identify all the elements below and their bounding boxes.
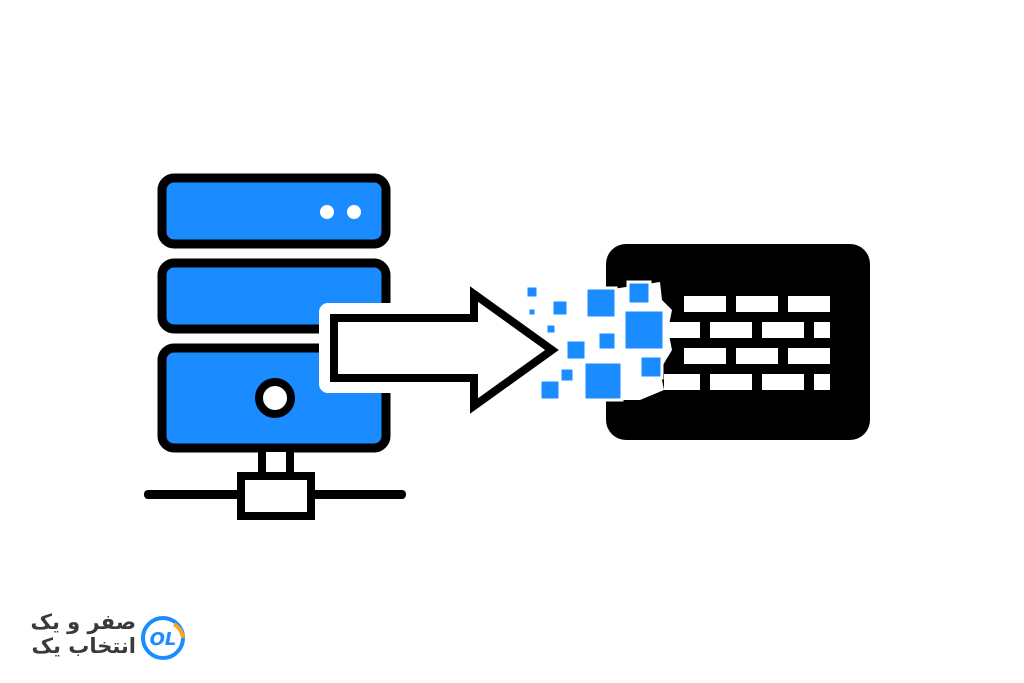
data-packets-icon <box>524 280 666 402</box>
server-led-2 <box>347 205 361 219</box>
ol-brand-mark-icon: OL <box>141 616 185 660</box>
server-unit-top <box>157 173 391 249</box>
server-led-1 <box>320 205 334 219</box>
firewall-body <box>606 244 870 440</box>
firewall-bricks <box>664 296 830 390</box>
brand-letters: OL <box>150 629 177 650</box>
brand-name-line-1: صفر و یک <box>30 610 136 634</box>
brand-name: صفر و یک انتخاب یک <box>22 612 136 657</box>
server-power-button <box>255 378 295 418</box>
arrow-outline <box>330 286 559 414</box>
server-network-box <box>237 472 315 520</box>
right-arrow-icon <box>319 279 565 421</box>
brand-logo[interactable]: OL صفر و یک انتخاب یک <box>22 610 192 666</box>
brand-name-line-2: انتخاب یک <box>31 634 136 658</box>
